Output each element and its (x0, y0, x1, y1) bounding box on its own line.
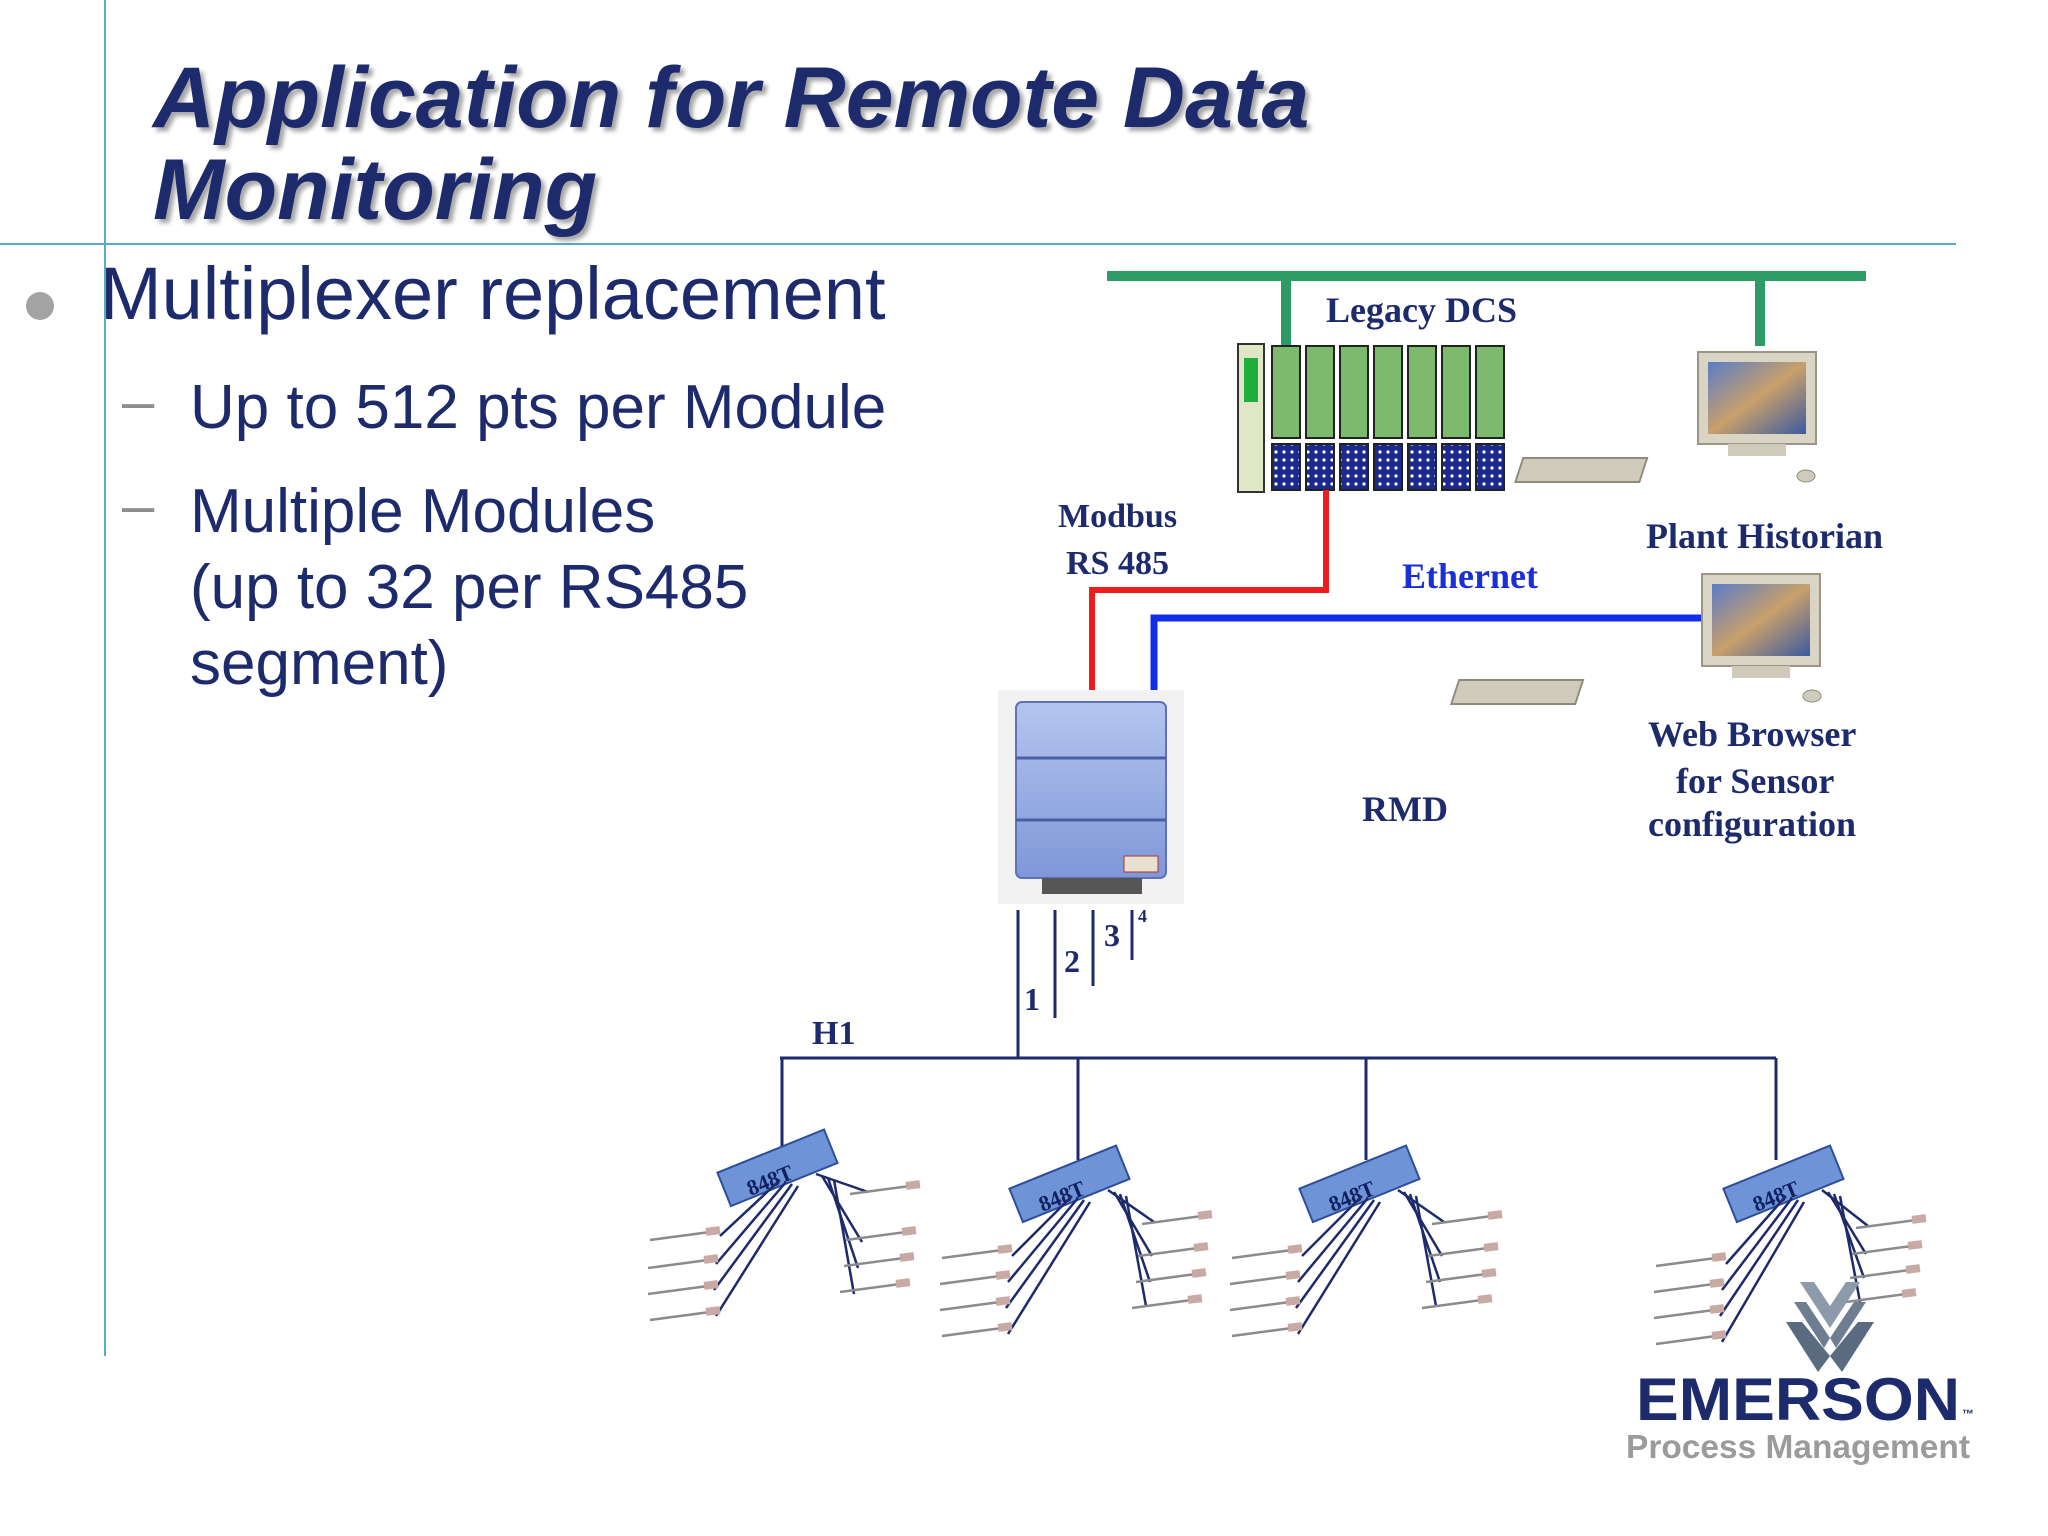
trademark-mark: ™ (1962, 1407, 1974, 1421)
h1-segment-cables (1016, 910, 1134, 1058)
sub-bullet-modules: Multiple Modules (up to 32 per RS485 seg… (190, 477, 749, 698)
web-browser-label-line1: Web Browser (1648, 714, 1856, 754)
transmitter-848t-2: 848T (938, 1144, 1214, 1338)
sub-bullet-dash: – (122, 473, 155, 538)
modbus-cable (1089, 490, 1329, 690)
sub-bullet-dash: – (122, 369, 155, 434)
bullet-main: Multiplexer replacement (100, 252, 886, 335)
bullet-dot (26, 292, 54, 320)
emerson-logo-mark (1786, 1282, 1874, 1372)
process-management-text: Process Management (1626, 1428, 1970, 1465)
sub-bullet-points: Up to 512 pts per Module (190, 373, 887, 442)
transmitter-848t-3: 848T (1228, 1144, 1504, 1338)
transmitter-848t-1: 848T (646, 1128, 922, 1322)
ethernet-cable (1150, 614, 1720, 690)
modbus-label-line1: Modbus (1058, 498, 1177, 535)
web-browser-label-line3: configuration (1648, 804, 1856, 844)
vertical-rule (104, 0, 106, 1356)
transmitter-848t-4: 848T (1652, 1144, 1928, 1346)
h1-label: H1 (812, 1015, 855, 1052)
legacy-dcs-rack (1237, 343, 1505, 493)
emerson-logo: EMERSON ™ Process Management (1626, 1282, 1974, 1465)
plant-historian-computer (1514, 351, 1817, 483)
port-2-label: 2 (1064, 943, 1080, 979)
port-1-label: 1 (1024, 981, 1040, 1017)
control-network-bus (1107, 271, 1866, 346)
modbus-label-line2: RS 485 (1066, 545, 1169, 582)
rmd-cabinet (998, 690, 1184, 904)
plant-historian-label: Plant Historian (1646, 516, 1883, 556)
web-browser-label-line2: for Sensor (1676, 761, 1834, 801)
rmd-label: RMD (1362, 789, 1448, 829)
web-browser-computer (1449, 573, 1822, 705)
legacy-dcs-label: Legacy DCS (1326, 290, 1517, 330)
slide-title: Application for Remote Data Monitoring (153, 50, 1310, 238)
emerson-wordmark: EMERSON (1636, 1366, 1960, 1433)
port-3-label: 3 (1104, 917, 1120, 953)
h1-bus (780, 1056, 1778, 1160)
ethernet-label: Ethernet (1402, 556, 1538, 596)
port-4-label: 4 (1138, 906, 1147, 926)
title-underline (0, 243, 1956, 245)
